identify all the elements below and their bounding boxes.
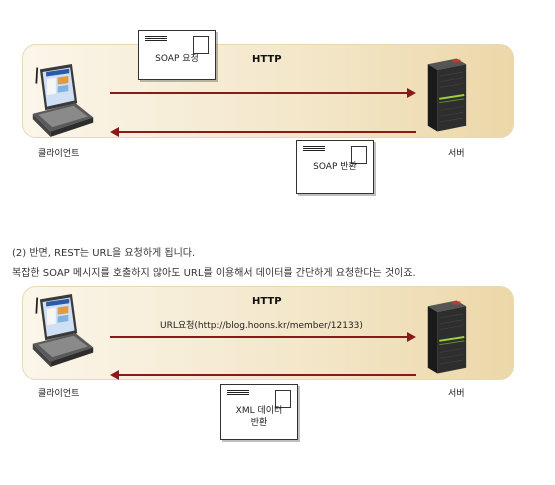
server-icon [422,296,470,378]
request-arrow [110,332,416,342]
url-request-label: URL요청(http://blog.hoons.kr/member/12133) [160,321,363,331]
description-line-1: (2) 반면, REST는 URL을 요청하게 됩니다. [12,248,196,259]
server-label: 서버 [448,149,465,159]
client-label: 클라이언트 [38,149,80,159]
stamp-icon [351,146,367,164]
envelope-lines-icon [145,36,167,42]
soap-request-label: SOAP 요청 [155,54,199,64]
server-label: 서버 [448,389,465,399]
soap-request-envelope: SOAP 요청 [138,30,216,80]
client-laptop-icon [24,64,102,144]
envelope-lines-icon [227,390,249,396]
soap-response-label: SOAP 반환 [313,162,357,172]
client-label: 클라이언트 [38,389,80,399]
stamp-icon [193,36,209,54]
stamp-icon [275,390,291,408]
soap-response-envelope: SOAP 반환 [296,140,374,194]
response-arrow [110,370,416,380]
xml-response-label-line-2: 반환 [250,418,268,428]
response-arrow [110,127,416,137]
server-icon [422,54,470,136]
xml-response-label-line-1: XML 데이터 [235,406,283,416]
envelope-lines-icon [303,146,325,152]
xml-response-envelope: XML 데이터 반환 [220,384,298,440]
http-label: HTTP [252,296,282,307]
client-laptop-icon [24,294,102,374]
request-arrow [110,88,416,98]
description-line-2: 복잡한 SOAP 메시지를 호출하지 않아도 URL를 이용해서 데이터를 간단… [12,268,416,279]
http-label: HTTP [252,54,282,65]
